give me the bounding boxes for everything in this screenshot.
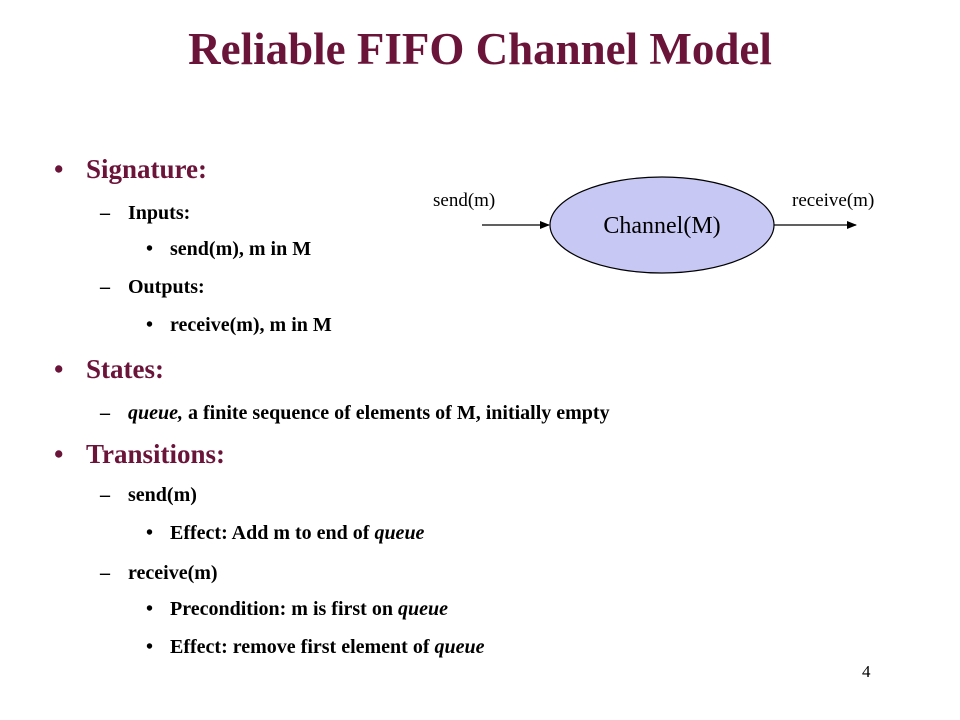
output-label: receive(m) [792, 190, 874, 211]
states-item-text: a finite sequence of elements of M, init… [183, 402, 610, 424]
queue-term: queue, [128, 402, 183, 424]
queue-term: queue [374, 522, 425, 544]
receive-effect-text: Effect: remove first element of [170, 636, 435, 658]
receive-action: receive(m) [128, 562, 218, 584]
bullet-mark: • [146, 238, 154, 260]
dash-mark: – [100, 484, 110, 506]
precondition-text: Precondition: m is first on [170, 598, 398, 620]
channel-ellipse [549, 176, 775, 274]
dash-mark: – [100, 276, 110, 298]
send-effect: • Effect: Add m to end of queue [146, 522, 425, 545]
dash-mark: – [100, 562, 110, 584]
input-label: send(m) [433, 190, 495, 211]
sub-inputs: – Inputs: [100, 202, 191, 225]
bullet-mark: • [146, 598, 154, 620]
outputs-label: Outputs: [128, 276, 205, 298]
states-heading: States: [86, 354, 164, 384]
receive-precondition: • Precondition: m is first on queue [146, 598, 448, 621]
inputs-item: • send(m), m in M [146, 238, 312, 261]
bullet-mark: • [54, 439, 64, 469]
sub-send: – send(m) [100, 484, 197, 507]
transitions-heading: Transitions: [86, 439, 226, 469]
send-action: send(m) [128, 484, 197, 506]
dash-mark: – [100, 402, 110, 424]
states-item: – queue, a finite sequence of elements o… [100, 402, 610, 425]
slide-title: Reliable FIFO Channel Model [188, 24, 772, 74]
bullet-mark: • [146, 636, 154, 658]
queue-term: queue [397, 598, 448, 620]
bullet-signature: • Signature: [54, 154, 208, 185]
dash-mark: – [100, 202, 110, 224]
send-effect-text: Effect: Add m to end of [170, 522, 375, 544]
queue-term: queue [434, 636, 485, 658]
sub-outputs: – Outputs: [100, 276, 205, 299]
sub-receive: – receive(m) [100, 562, 218, 585]
inputs-label: Inputs: [128, 202, 191, 224]
bullet-mark: • [146, 314, 154, 336]
bullet-mark: • [54, 354, 64, 384]
bullet-transitions: • Transitions: [54, 439, 226, 470]
channel-label: Channel(M) [603, 213, 720, 239]
signature-heading: Signature: [86, 154, 208, 184]
bullet-states: • States: [54, 354, 164, 385]
bullet-mark: • [146, 522, 154, 544]
outputs-item-text: receive(m), m in M [170, 314, 332, 336]
receive-effect: • Effect: remove first element of queue [146, 636, 485, 659]
outputs-item: • receive(m), m in M [146, 314, 332, 337]
bullet-mark: • [54, 154, 64, 184]
inputs-item-text: send(m), m in M [170, 238, 312, 260]
page-number: 4 [862, 662, 871, 681]
